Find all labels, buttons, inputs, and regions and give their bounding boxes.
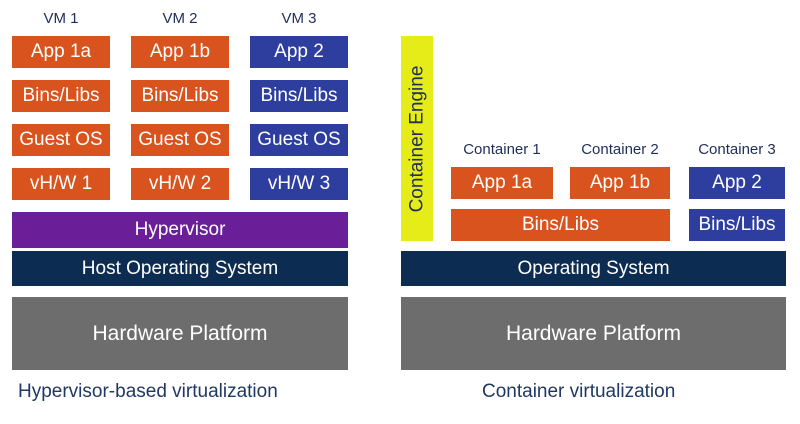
vm2-bins-libs-box: Bins/Libs (131, 80, 229, 112)
vm2-vhw-box: vH/W 2 (131, 168, 229, 200)
vm1-vhw-box: vH/W 1 (12, 168, 110, 200)
vm2-guest-os-box: Guest OS (131, 124, 229, 156)
vm3-vhw-box: vH/W 3 (250, 168, 348, 200)
hypervisor-caption: Hypervisor-based virtualization (18, 381, 278, 402)
hardware-platform-layer: Hardware Platform (12, 297, 348, 370)
container1-label: Container 1 (463, 141, 541, 158)
vm1-bins-libs-box: Bins/Libs (12, 80, 110, 112)
container-engine-box: Container Engine (401, 36, 433, 241)
container2-label: Container 2 (581, 141, 659, 158)
container3-bins-libs-box: Bins/Libs (689, 209, 785, 241)
container-hardware-platform-layer: Hardware Platform (401, 297, 786, 370)
operating-system-layer: Operating System (401, 251, 786, 286)
vm1-app-box: App 1a (12, 36, 110, 68)
hypervisor-layer: Hypervisor (12, 212, 348, 248)
vm3-bins-libs-box: Bins/Libs (250, 80, 348, 112)
container1-app-box: App 1a (451, 167, 553, 199)
vm2-app-box: App 1b (131, 36, 229, 68)
container-engine-label: Container Engine (406, 65, 428, 212)
container3-label: Container 3 (698, 141, 776, 158)
shared-bins-libs-box: Bins/Libs (451, 209, 670, 241)
vm3-label: VM 3 (281, 10, 317, 27)
container2-app-box: App 1b (570, 167, 670, 199)
vm3-app-box: App 2 (250, 36, 348, 68)
container-caption: Container virtualization (482, 381, 676, 402)
vm1-label: VM 1 (43, 10, 79, 27)
vm3-guest-os-box: Guest OS (250, 124, 348, 156)
vm2-label: VM 2 (162, 10, 198, 27)
container3-app-box: App 2 (689, 167, 785, 199)
vm1-guest-os-box: Guest OS (12, 124, 110, 156)
host-os-layer: Host Operating System (12, 251, 348, 286)
